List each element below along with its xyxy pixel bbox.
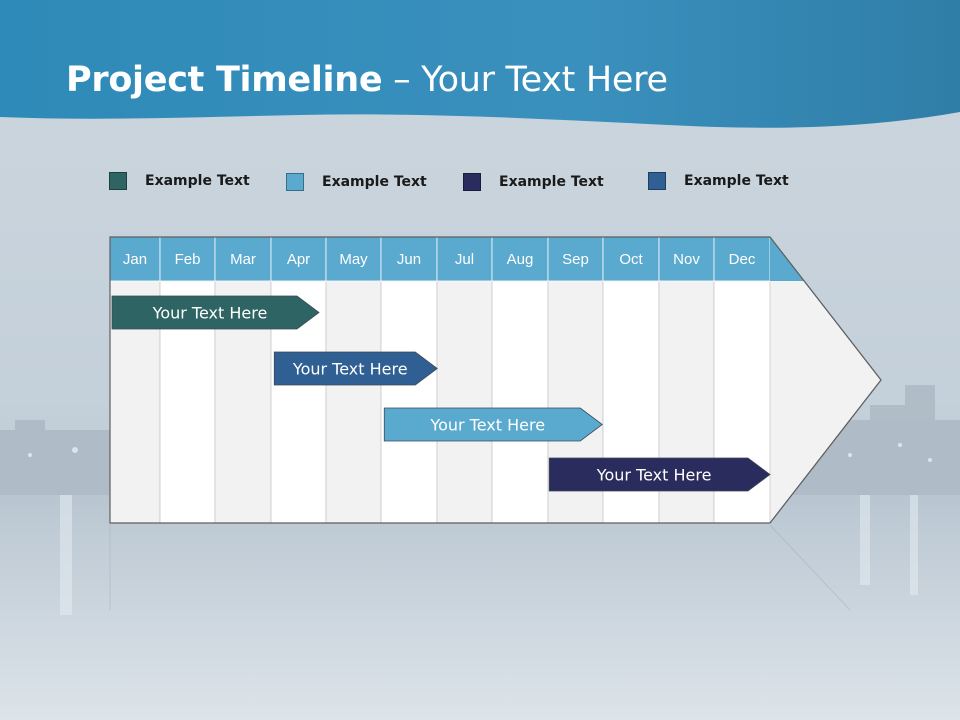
legend-item-2: Example Text	[286, 172, 427, 192]
task-label: Your Text Here	[152, 304, 268, 323]
month-column	[491, 280, 549, 524]
month-label: Dec	[729, 251, 756, 268]
legend-label: Example Text	[684, 173, 789, 189]
task-label: Your Text Here	[596, 466, 712, 485]
month-label: Apr	[287, 251, 310, 268]
legend-item-3: Example Text	[463, 172, 604, 192]
month-header-cell	[270, 236, 327, 282]
month-column	[380, 280, 438, 524]
task-bar	[273, 351, 438, 386]
month-label: Aug	[507, 251, 534, 268]
month-header-cell	[713, 236, 771, 282]
task-label: Your Text Here	[292, 360, 408, 379]
month-label: Jun	[397, 251, 421, 268]
month-column	[436, 280, 493, 524]
month-header-cell	[380, 236, 438, 282]
legend-item-1: Example Text	[109, 171, 250, 191]
legend-swatch	[286, 173, 304, 191]
month-header-cell	[491, 236, 549, 282]
task-bar	[111, 295, 320, 330]
month-header-cell	[214, 236, 272, 282]
month-label: Mar	[230, 251, 256, 268]
month-label: Feb	[175, 251, 201, 268]
legend-swatch	[463, 173, 481, 191]
month-label: Jul	[455, 251, 474, 268]
month-label: Sep	[562, 251, 589, 268]
timeline-outline	[109, 236, 882, 524]
task-bar	[548, 457, 771, 492]
task-bar	[383, 407, 603, 442]
legend-swatch	[109, 172, 127, 190]
month-header-cell	[159, 236, 216, 282]
month-header-cell	[325, 236, 382, 282]
month-label: May	[339, 251, 368, 268]
legend-label: Example Text	[499, 174, 604, 190]
month-column	[325, 280, 382, 524]
legend-label: Example Text	[322, 174, 427, 190]
legend-label: Example Text	[145, 173, 250, 189]
legend-swatch	[648, 172, 666, 190]
task-label: Your Text Here	[429, 416, 545, 435]
page-title: Project Timeline – Your Text Here	[66, 60, 668, 100]
month-label: Nov	[673, 251, 700, 268]
month-label: Jan	[123, 251, 147, 268]
month-label: Oct	[619, 251, 643, 268]
legend-item-4: Example Text	[648, 171, 789, 191]
